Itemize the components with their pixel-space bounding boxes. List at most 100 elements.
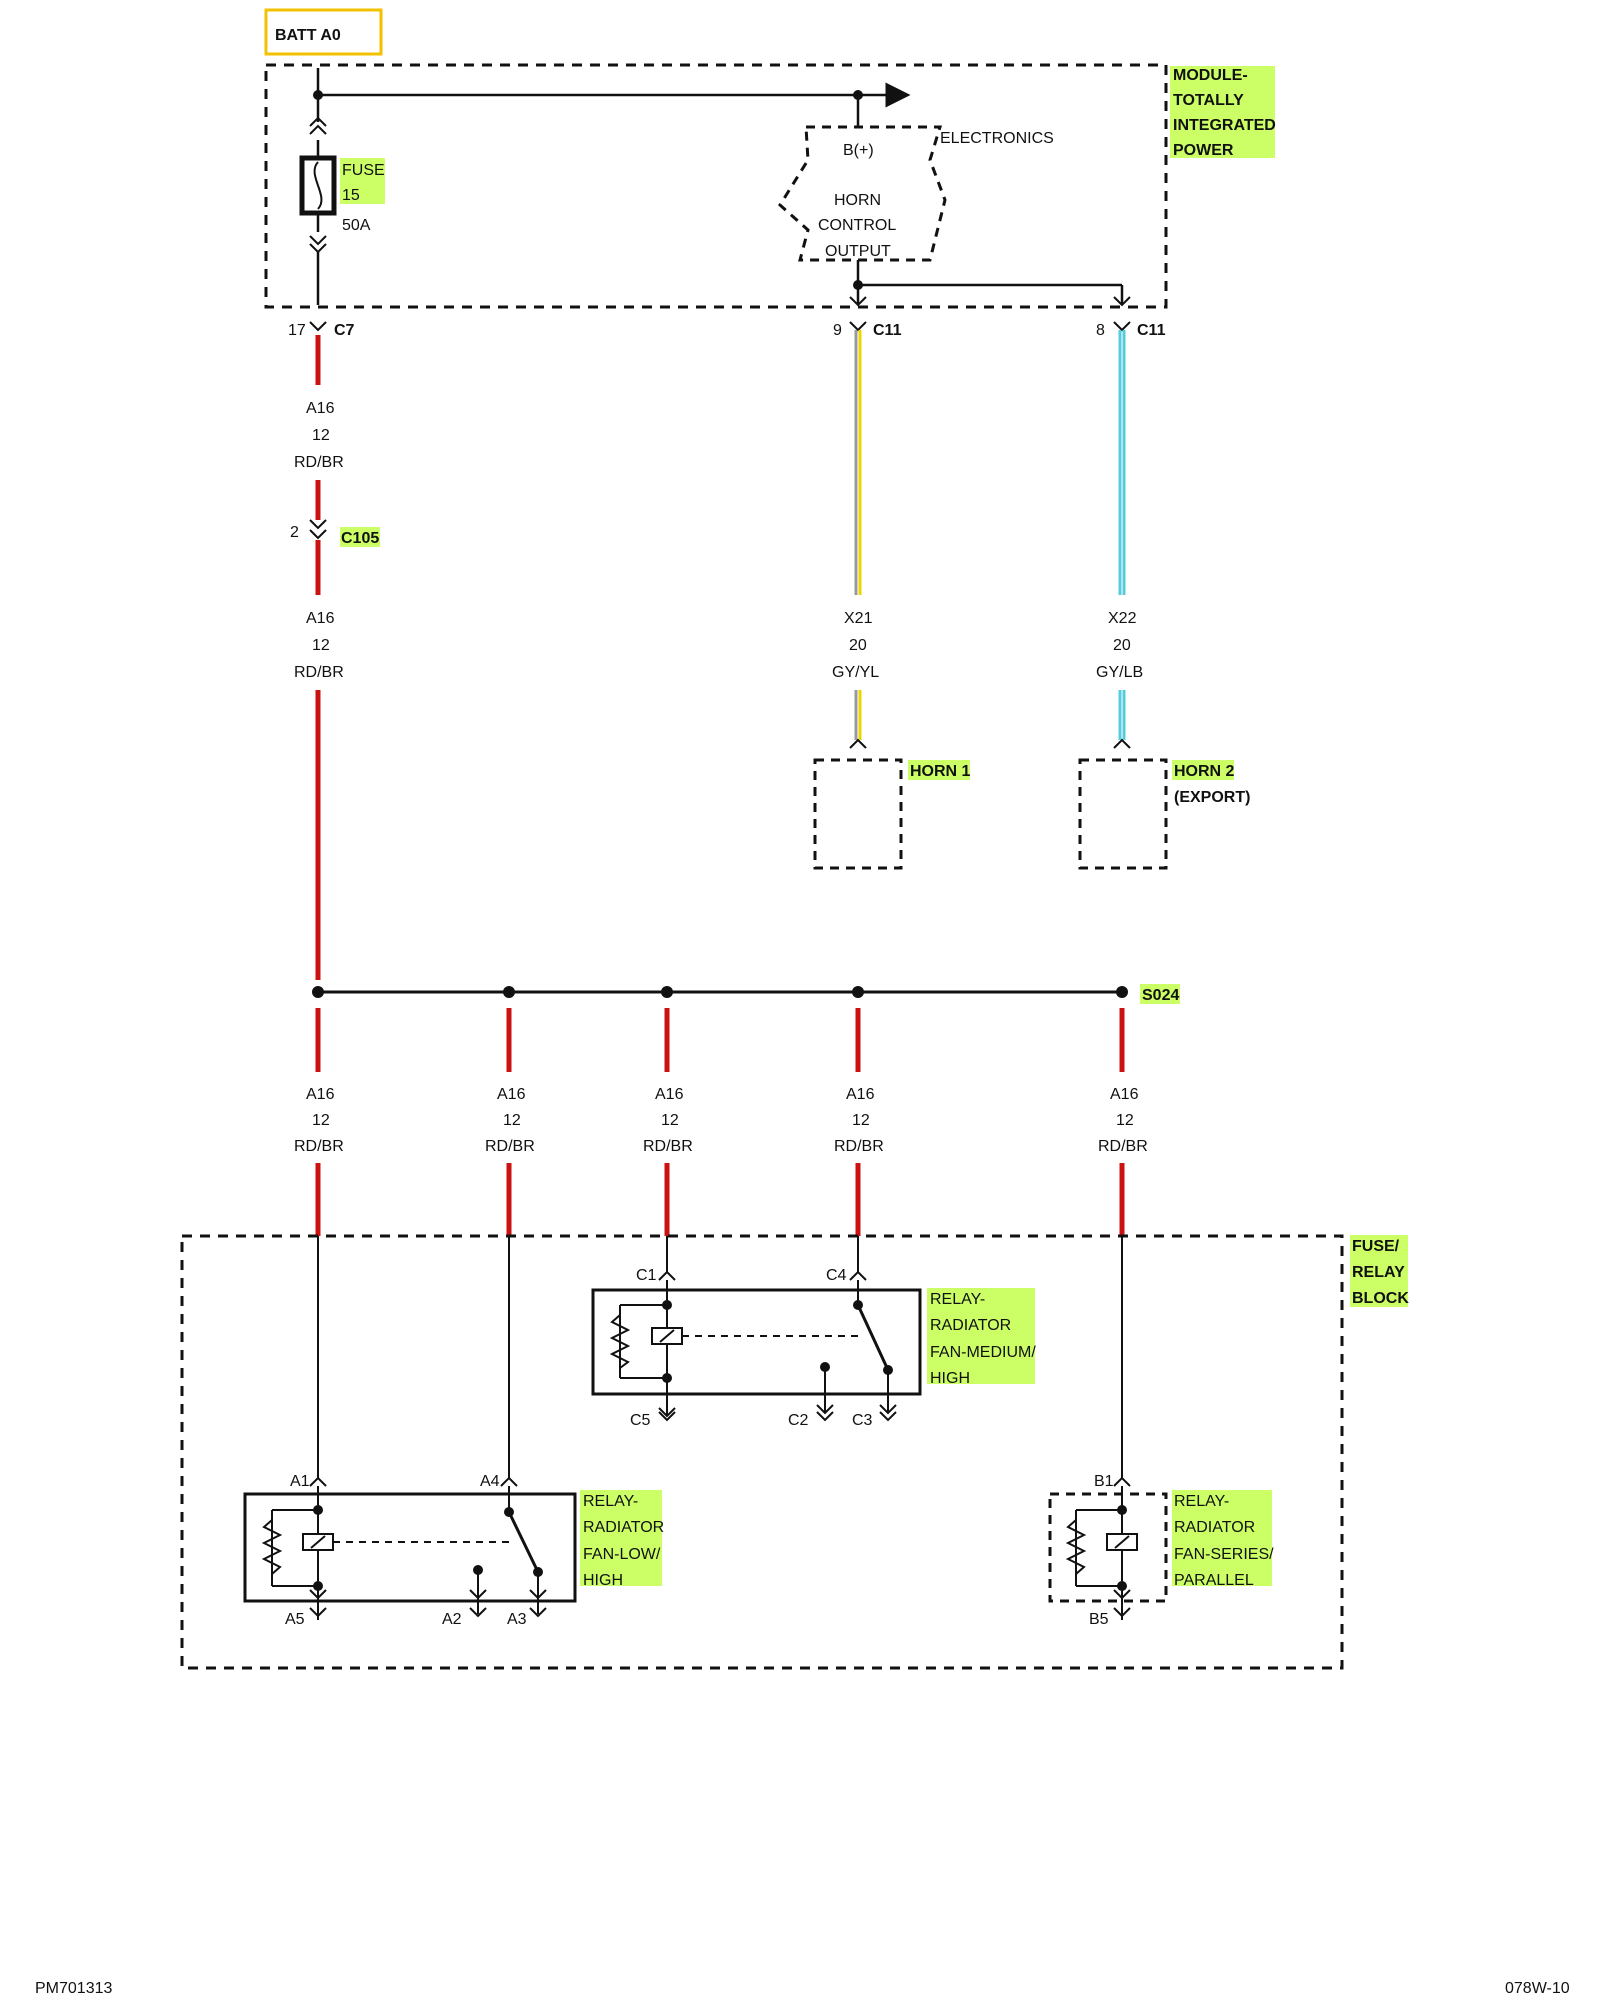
svg-text:A5: A5 <box>285 1611 305 1628</box>
svg-text:C105: C105 <box>341 530 379 547</box>
svg-text:BATT A0: BATT A0 <box>275 27 341 44</box>
horn-1: HORN 1 <box>813 758 971 870</box>
connector-c11-pin9: 9 C11 <box>833 321 902 339</box>
svg-text:C2: C2 <box>788 1412 809 1429</box>
svg-text:A2: A2 <box>442 1611 462 1628</box>
svg-text:GY/LB: GY/LB <box>1096 664 1143 681</box>
svg-text:RD/BR: RD/BR <box>485 1138 535 1155</box>
svg-text:FAN-SERIES/: FAN-SERIES/ <box>1174 1546 1274 1563</box>
svg-text:C5: C5 <box>630 1412 651 1429</box>
module-label: MODULE- TOTALLY INTEGRATED POWER <box>1170 66 1276 159</box>
svg-text:C3: C3 <box>852 1412 873 1429</box>
horn-2: HORN 2 (EXPORT) <box>1078 758 1250 870</box>
svg-text:C7: C7 <box>334 322 355 339</box>
svg-text:A16: A16 <box>497 1086 526 1103</box>
svg-text:ELECTRONICS: ELECTRONICS <box>940 130 1054 147</box>
branch-wires: A16 12 RD/BR A16 12 RD/BR A16 12 RD/BR A… <box>294 1008 1148 1236</box>
svg-text:RD/BR: RD/BR <box>294 454 344 471</box>
svg-text:RD/BR: RD/BR <box>294 664 344 681</box>
svg-text:12: 12 <box>852 1112 870 1129</box>
svg-text:20: 20 <box>849 637 867 654</box>
svg-text:RADIATOR: RADIATOR <box>583 1519 664 1536</box>
svg-text:HIGH: HIGH <box>930 1370 970 1387</box>
svg-text:12: 12 <box>503 1112 521 1129</box>
svg-text:HIGH: HIGH <box>583 1572 623 1589</box>
wire-x21: X21 20 GY/YL <box>832 330 879 749</box>
wire-x22: X22 20 GY/LB <box>1096 330 1143 749</box>
svg-text:BLOCK: BLOCK <box>1352 1290 1409 1307</box>
fuse-relay-block-label: FUSE/ RELAY BLOCK <box>1350 1235 1409 1307</box>
fuse-relay-block <box>180 1234 1344 1670</box>
svg-text:INTEGRATED: INTEGRATED <box>1173 117 1276 134</box>
svg-text:CONTROL: CONTROL <box>818 217 896 234</box>
svg-text:HORN: HORN <box>834 192 881 209</box>
svg-text:RELAY: RELAY <box>1352 1264 1405 1281</box>
svg-text:RD/BR: RD/BR <box>294 1138 344 1155</box>
svg-text:12: 12 <box>312 637 330 654</box>
svg-text:15: 15 <box>342 187 360 204</box>
svg-text:X21: X21 <box>844 610 873 627</box>
svg-text:C1: C1 <box>636 1267 657 1284</box>
fuse-15: FUSE 15 50A <box>299 95 385 305</box>
svg-text:B1: B1 <box>1094 1473 1114 1490</box>
svg-text:X22: X22 <box>1108 610 1137 627</box>
svg-text:12: 12 <box>312 427 330 444</box>
connector-c7: 17 C7 <box>288 321 355 339</box>
footer-left: PM701313 <box>35 1980 112 1997</box>
svg-text:(EXPORT): (EXPORT) <box>1174 789 1250 806</box>
svg-text:B5: B5 <box>1089 1611 1109 1628</box>
svg-text:RELAY-: RELAY- <box>583 1493 638 1510</box>
svg-text:A1: A1 <box>290 1473 310 1490</box>
footer-right: 078W-10 <box>1505 1980 1570 1997</box>
svg-text:A4: A4 <box>480 1473 500 1490</box>
svg-text:12: 12 <box>312 1112 330 1129</box>
svg-text:OUTPUT: OUTPUT <box>825 243 891 260</box>
svg-text:17: 17 <box>288 322 306 339</box>
svg-text:RELAY-: RELAY- <box>930 1291 985 1308</box>
svg-text:C11: C11 <box>1137 322 1166 339</box>
connector-c11-pin8: 8 C11 <box>1096 321 1166 339</box>
splice-s024: S024 <box>312 984 1180 1004</box>
svg-text:FUSE: FUSE <box>342 162 385 179</box>
svg-text:2: 2 <box>290 524 299 541</box>
svg-text:20: 20 <box>1113 637 1131 654</box>
svg-text:POWER: POWER <box>1173 142 1234 159</box>
svg-text:A16: A16 <box>1110 1086 1139 1103</box>
svg-text:FAN-MEDIUM/: FAN-MEDIUM/ <box>930 1344 1036 1361</box>
svg-text:C11: C11 <box>873 322 902 339</box>
svg-text:50A: 50A <box>342 217 371 234</box>
svg-text:9: 9 <box>833 322 842 339</box>
svg-text:S024: S024 <box>1142 987 1179 1004</box>
svg-text:RD/BR: RD/BR <box>1098 1138 1148 1155</box>
svg-text:TOTALLY: TOTALLY <box>1173 92 1244 109</box>
relay-fan-series-parallel: B1 B5 RELAY- RADIATOR FAN-SERIES/ PARALL… <box>1048 1473 1274 1628</box>
module-box <box>264 63 1168 309</box>
svg-text:C4: C4 <box>826 1267 847 1284</box>
svg-text:B(+): B(+) <box>843 142 874 159</box>
electronics-box: ELECTRONICS B(+) HORN CONTROL OUTPUT <box>778 125 1054 262</box>
svg-text:FUSE/: FUSE/ <box>1352 1238 1400 1255</box>
svg-text:12: 12 <box>661 1112 679 1129</box>
svg-text:HORN 1: HORN 1 <box>910 763 971 780</box>
svg-text:12: 12 <box>1116 1112 1134 1129</box>
svg-text:A16: A16 <box>306 610 335 627</box>
batt-label: BATT A0 <box>264 8 383 56</box>
relay-fan-medium-high: C1 C4 C5 C2 C3 RELAY- RADIATOR FAN-MEDIU… <box>591 1267 1036 1429</box>
svg-text:A16: A16 <box>306 400 335 417</box>
relay-fan-low-high: A1 A4 A5 A2 A3 RELAY- RADIATOR FAN-LOW/ … <box>243 1473 664 1628</box>
svg-text:A16: A16 <box>846 1086 875 1103</box>
svg-text:RD/BR: RD/BR <box>834 1138 884 1155</box>
svg-text:RELAY-: RELAY- <box>1174 1493 1229 1510</box>
svg-text:RADIATOR: RADIATOR <box>1174 1519 1255 1536</box>
svg-text:GY/YL: GY/YL <box>832 664 879 681</box>
svg-text:RADIATOR: RADIATOR <box>930 1317 1011 1334</box>
svg-text:8: 8 <box>1096 322 1105 339</box>
svg-text:FAN-LOW/: FAN-LOW/ <box>583 1546 661 1563</box>
svg-text:A16: A16 <box>655 1086 684 1103</box>
connector-c105: 2 C105 <box>290 519 380 547</box>
svg-text:RD/BR: RD/BR <box>643 1138 693 1155</box>
svg-text:A3: A3 <box>507 1611 527 1628</box>
svg-text:PARALLEL: PARALLEL <box>1174 1572 1254 1589</box>
svg-text:A16: A16 <box>306 1086 335 1103</box>
